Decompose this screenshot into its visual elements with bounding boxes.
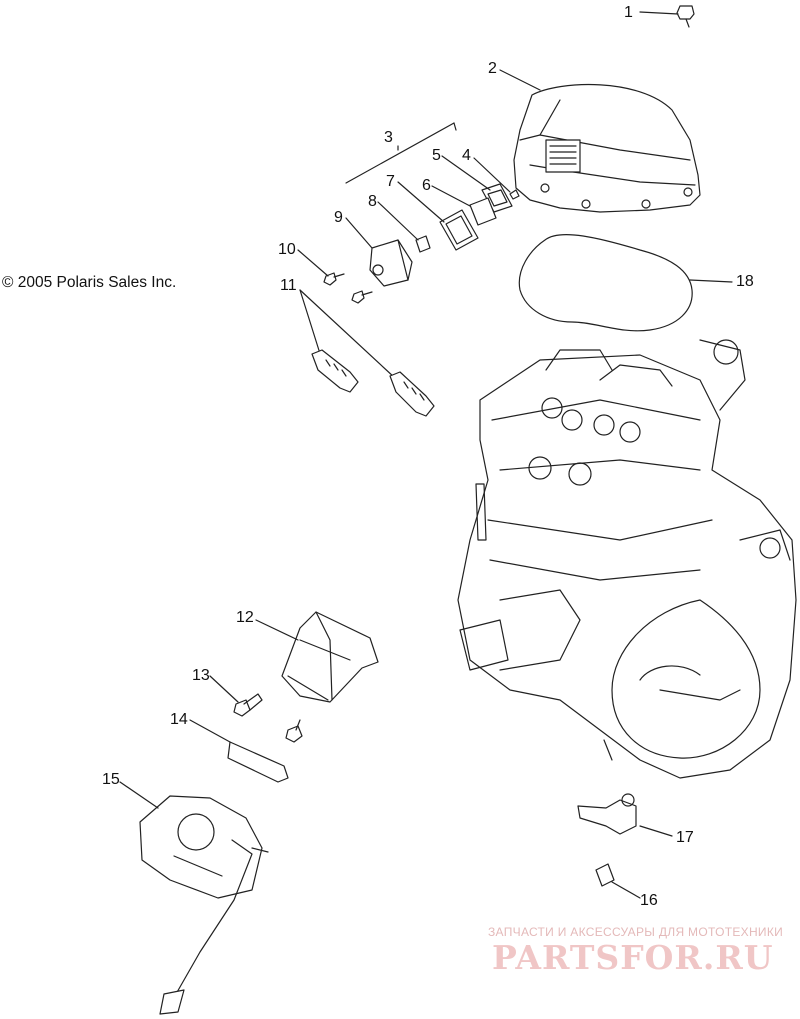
callout-13: 13 [192, 667, 210, 684]
part-11-spark-plugs [299, 289, 435, 417]
callout-12: 12 [236, 609, 254, 626]
engine-assembly [457, 339, 797, 779]
callout-11: 11 [280, 277, 297, 294]
callout-8: 8 [368, 193, 377, 210]
part-2-valve-cover [513, 84, 701, 213]
leader-lines [119, 11, 733, 899]
callout-5: 5 [432, 147, 441, 164]
part-6-gasket [469, 197, 497, 226]
callout-18: 18 [736, 273, 754, 290]
part-15-throttle-body [139, 795, 269, 1015]
callout-3: 3 [384, 129, 393, 146]
part-18-gasket [518, 234, 693, 332]
callout-17: 17 [676, 829, 694, 846]
callout-6: 6 [422, 177, 431, 194]
callout-14: 14 [170, 711, 188, 728]
part-14-pin [227, 741, 289, 783]
callout-1: 1 [624, 4, 633, 21]
part-1-bolt [676, 5, 695, 28]
part-9-sensor [369, 239, 413, 287]
part-17-sensor [577, 793, 637, 835]
part-13-bolt [233, 693, 303, 743]
part-4-screw [509, 189, 520, 200]
part-7-gasket-frame [439, 209, 479, 251]
callout-7: 7 [386, 173, 395, 190]
part-16-plug [595, 863, 615, 887]
callout-15: 15 [102, 771, 120, 788]
part-12-intake-boot [281, 611, 379, 703]
callout-4: 4 [462, 147, 471, 164]
watermark-logo: PARTSFOR.RU [492, 938, 774, 977]
part-8-clip [415, 235, 431, 253]
part-3-bracket-line [345, 122, 457, 184]
part-10-bolts [323, 272, 373, 304]
callout-9: 9 [334, 209, 343, 226]
watermark-tagline: ЗАПЧАСТИ И АКСЕССУАРЫ ДЛЯ МОТОТЕХНИКИ [488, 925, 784, 939]
copyright-notice: © 2005 Polaris Sales Inc. [2, 274, 177, 291]
callout-labels: 1 2 3 4 5 6 7 8 9 10 11 18 12 13 14 15 1… [102, 4, 754, 909]
callout-2: 2 [488, 60, 497, 77]
callout-10: 10 [278, 241, 296, 258]
callout-16: 16 [640, 892, 658, 909]
